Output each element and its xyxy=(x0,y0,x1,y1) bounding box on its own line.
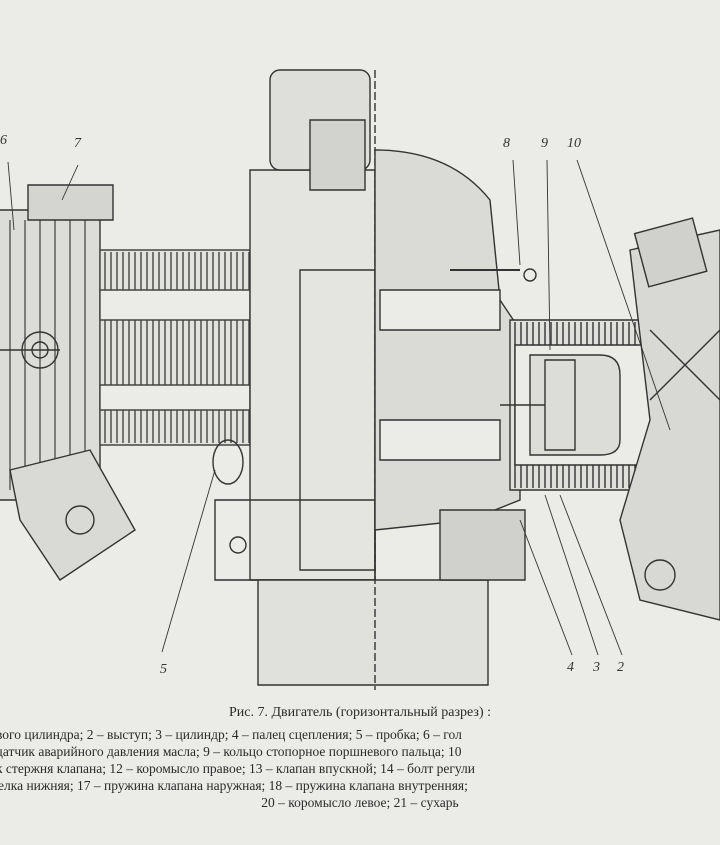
legend-line: 20 – коромысло левое; 21 – сухарь xyxy=(261,795,459,810)
callout-6: 6 xyxy=(0,133,7,148)
callout-8: 8 xyxy=(503,136,510,151)
legend-line: вого цилиндра; 2 – выступ; 3 – цилиндр; … xyxy=(0,727,462,742)
callout-3: 3 xyxy=(593,660,600,675)
callout-7: 7 xyxy=(74,136,81,151)
crankcase xyxy=(213,70,488,690)
right-cylinder-head xyxy=(620,218,720,620)
callout-5: 5 xyxy=(160,662,167,677)
callout-10: 10 xyxy=(567,136,581,151)
callout-9: 9 xyxy=(541,136,548,151)
callout-leaders xyxy=(8,160,670,655)
left-cylinder-head xyxy=(0,185,135,580)
legend-line: елка нижняя; 17 – пружина клапана наружн… xyxy=(0,778,468,793)
engine-cross-section-drawing xyxy=(0,0,720,700)
left-cylinder-fins xyxy=(100,250,250,445)
right-crankcase-section xyxy=(375,150,536,580)
callout-4: 4 xyxy=(567,660,574,675)
legend-line: датчик аварийного давления масла; 9 – ко… xyxy=(0,744,462,759)
figure-title: Рис. 7. Двигатель (горизонтальный разрез… xyxy=(228,705,492,720)
legend-line: к стержня клапана; 12 – коромысло правое… xyxy=(0,761,475,776)
callout-2: 2 xyxy=(617,660,624,675)
